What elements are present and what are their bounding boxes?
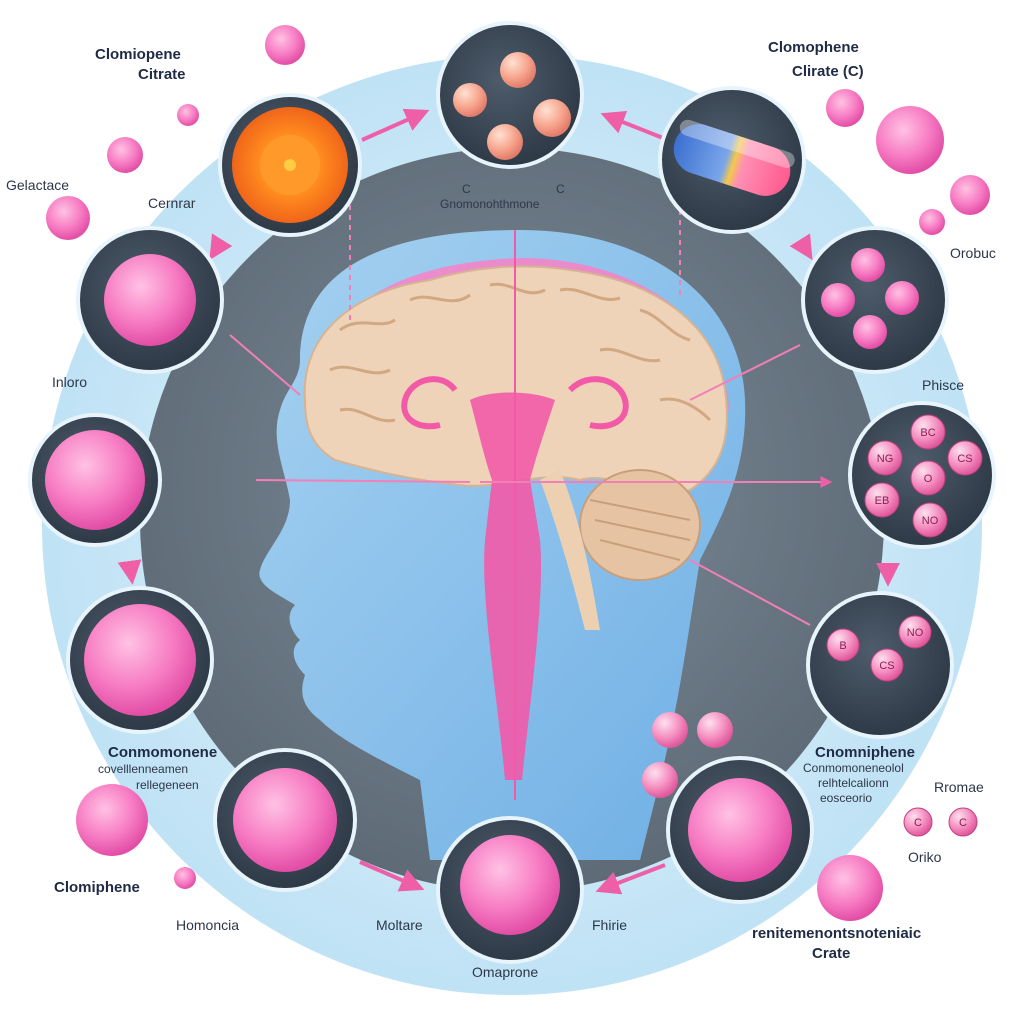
orange-spiky-cell-icon [232, 107, 348, 223]
capsule-pill-icon [673, 119, 795, 196]
node-bottom-right [666, 756, 814, 904]
hormone-sphere-icon [948, 807, 978, 837]
hormone-sphere-label: B [839, 640, 846, 652]
label-right-caption-1: Cnomniphene [815, 744, 915, 761]
node-bottom-left [213, 748, 357, 892]
hormone-sphere-icon [947, 440, 983, 476]
node-right-middle: NG BC CS EB O NO [848, 401, 996, 549]
neck-hormone-spheres [642, 712, 733, 798]
label-left-caption-1: Conmomonene [108, 744, 218, 761]
hormone-sphere-icon [867, 440, 903, 476]
label-orobuc: Orobuc [950, 245, 996, 261]
node-bottom-center [436, 816, 584, 964]
label-top-center-c1: C [462, 182, 471, 196]
label-right-caption-4: eosceorio [820, 791, 873, 805]
hormone-sphere-icon [912, 502, 948, 538]
hormone-sphere-label: BC [920, 427, 935, 439]
node-peach-spheres [436, 21, 584, 169]
hormone-sphere-icon [910, 460, 946, 496]
label-top-center-name: Gnomonohthmone [440, 197, 540, 211]
label-right-caption-3: relhtelcalionn [818, 776, 889, 790]
hormone-sphere-icon [864, 482, 900, 518]
hormone-sphere-label: NO [922, 515, 939, 527]
hormone-sphere-label: CS [957, 453, 972, 465]
hormone-sphere-label: NO [907, 627, 924, 639]
hormone-sphere-icon [910, 414, 946, 450]
label-top-left-title-1: Clomiopene [95, 46, 181, 63]
label-bottom-right-2: Crate [812, 945, 851, 962]
hormone-sphere-label: CS [879, 660, 894, 672]
hormone-sphere-label: C [959, 817, 967, 829]
node-left-lower [66, 586, 214, 734]
pink-follicle-icon [688, 778, 792, 882]
node-right-lower: B NO CS [806, 591, 954, 739]
label-cernar: Cernrar [148, 195, 196, 211]
label-fhirie: Fhirie [592, 917, 628, 933]
node-left-middle [28, 413, 162, 547]
label-gelactace: Gelactace [6, 177, 70, 193]
hormone-pathway [401, 230, 629, 800]
label-top-center-c2: C [556, 182, 565, 196]
hormone-sphere-icon [870, 648, 904, 682]
label-left-caption-3: rellegeneen [136, 778, 199, 792]
hormone-sphere-label: EB [875, 495, 890, 507]
hormone-sphere-icon [826, 628, 860, 662]
hormone-sphere-label: O [924, 473, 933, 485]
label-inloro: Inloro [52, 374, 88, 390]
pink-follicle-icon [45, 430, 145, 530]
node-orange-cell [218, 93, 362, 237]
node-right-upper [801, 226, 949, 374]
pink-follicle-icon [104, 254, 196, 346]
label-phisce: Phisce [922, 377, 965, 393]
label-homoncia: Homoncia [176, 917, 240, 933]
label-rromae: Rromae [934, 779, 984, 795]
label-top-left-title-2: Citrate [138, 66, 186, 83]
cycle-arrows [117, 108, 900, 895]
label-right-caption-2: Conmomoneneolol [803, 761, 904, 775]
label-top-right-title-1: Clomophene [768, 39, 859, 56]
label-bottom-right-1: renitemenontsnoteniaic [752, 925, 922, 942]
hormone-sphere-label: C [914, 817, 922, 829]
label-moltare: Moltare [376, 917, 423, 933]
hormone-sphere-label: NG [877, 453, 894, 465]
label-clomiphene: Clomiphene [54, 879, 140, 896]
connector-lines [229, 205, 833, 626]
pink-follicle-icon [233, 768, 337, 872]
label-left-caption-2: covelllenneamen [98, 762, 189, 776]
pink-follicle-icon [460, 835, 560, 935]
label-top-right-title-2: Clirate (C) [792, 63, 864, 80]
node-capsule [658, 86, 806, 234]
label-omaprone: Omaprone [472, 964, 539, 980]
hormone-sphere-icon [898, 615, 932, 649]
hormone-sphere-icon [903, 807, 933, 837]
pink-follicle-icon [84, 604, 196, 716]
label-oriko: Oriko [908, 849, 942, 865]
node-left-upper [76, 226, 224, 374]
